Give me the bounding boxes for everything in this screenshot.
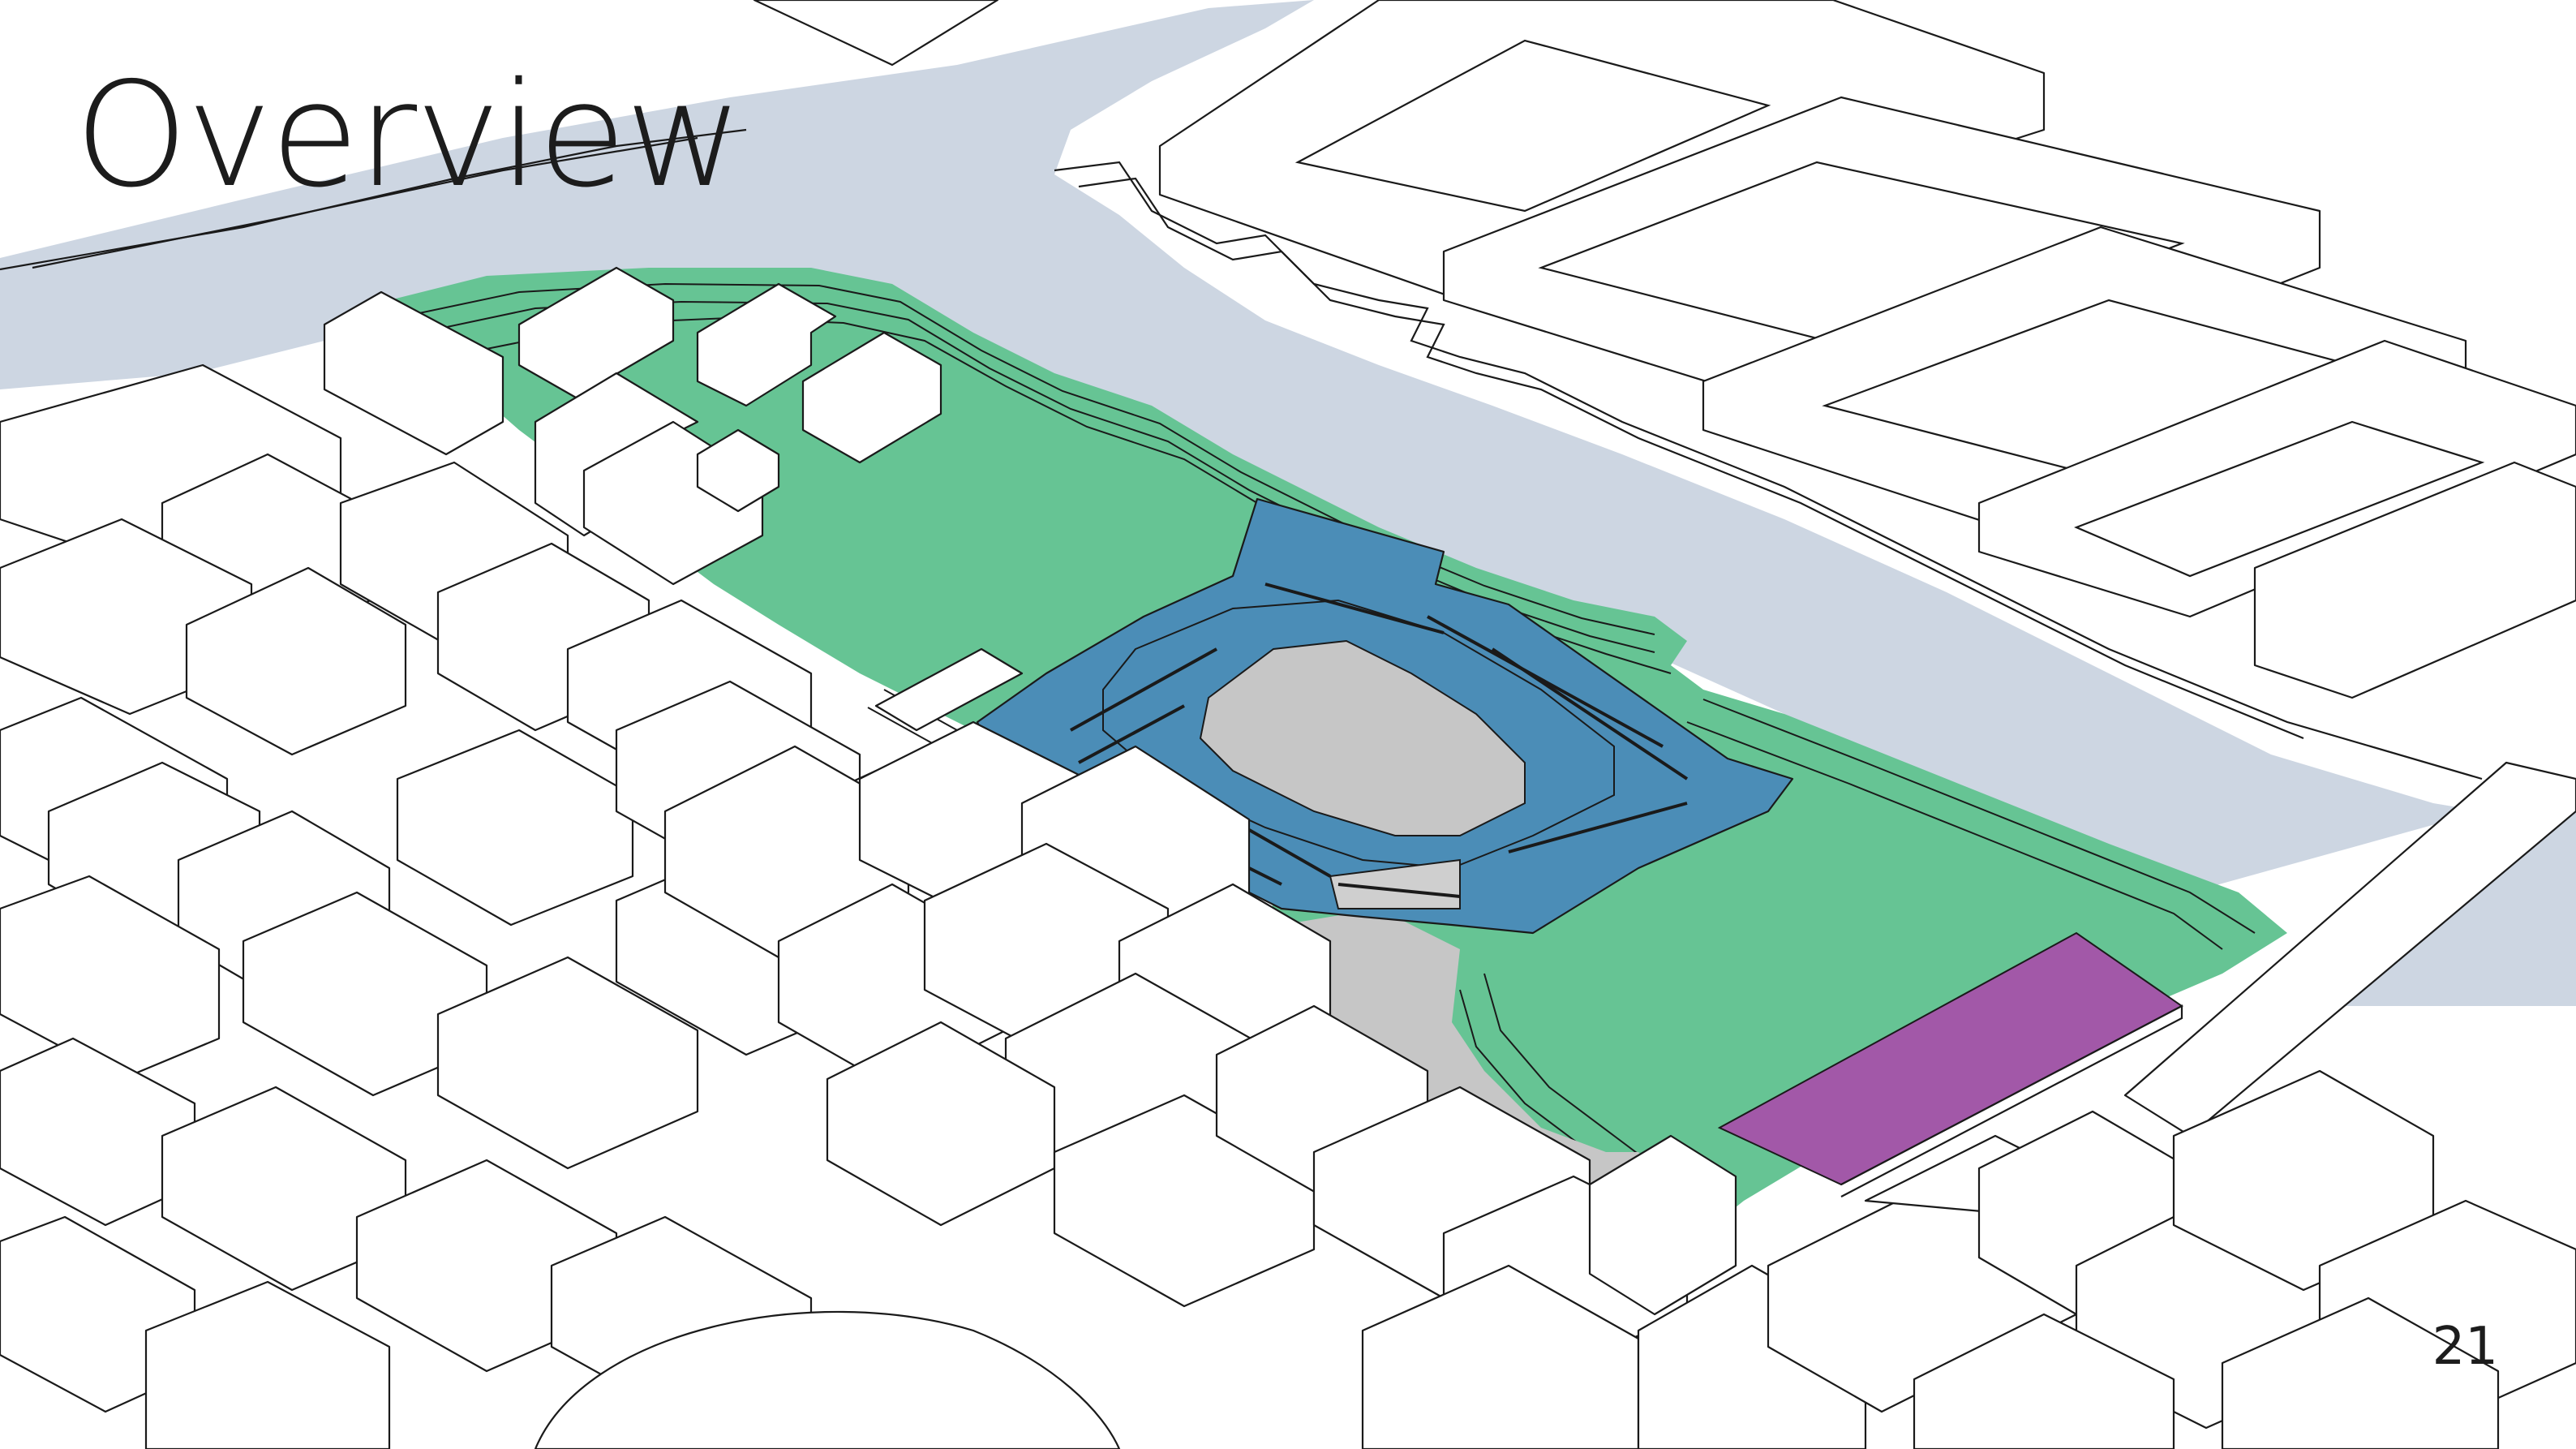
- park-contour: [1686, 721, 2223, 950]
- plaza: [1282, 909, 1671, 1217]
- building: [1158, 0, 2046, 310]
- building: [1977, 339, 2576, 618]
- park-contour: [372, 282, 1655, 635]
- stadium-stand: [1329, 858, 1461, 909]
- stadium-inner-ring: [1102, 599, 1615, 870]
- building: [663, 745, 910, 959]
- building: [2074, 420, 2485, 578]
- building: [696, 282, 837, 407]
- building: [517, 266, 675, 399]
- building: [1913, 1313, 2175, 1449]
- building: [2221, 1296, 2500, 1449]
- building: [753, 0, 999, 67]
- park-blocks: [323, 266, 942, 586]
- building: [1294, 39, 1771, 213]
- building: [144, 1280, 391, 1449]
- page-title: Overview: [75, 51, 743, 219]
- central-city-blocks: [663, 720, 2576, 1449]
- page-number: 21: [2432, 1317, 2498, 1377]
- stadium-pitch: [1199, 639, 1526, 836]
- footbridge: [874, 647, 1024, 732]
- river-water: [0, 0, 2482, 892]
- river-quay-line: [1054, 161, 2483, 780]
- stadium-seat-rows: [1070, 583, 1689, 898]
- building: [1538, 161, 2185, 359]
- sports-hall-edge: [1840, 1004, 2183, 1197]
- river-quay-line: [1078, 177, 2304, 740]
- north-blocks: [753, 0, 2576, 699]
- park-contour: [1702, 699, 2256, 934]
- building: [185, 566, 407, 756]
- building: [696, 428, 780, 513]
- bridge: [2123, 761, 2576, 1137]
- building: [0, 875, 221, 1081]
- building: [436, 956, 699, 1170]
- building: [323, 290, 504, 456]
- river-edge-line: [32, 136, 698, 269]
- building: [1588, 1134, 1737, 1316]
- west-city-blocks: [0, 363, 1121, 1449]
- building: [396, 729, 634, 927]
- building: [534, 1310, 1121, 1449]
- building: [801, 331, 942, 464]
- building: [2253, 461, 2576, 699]
